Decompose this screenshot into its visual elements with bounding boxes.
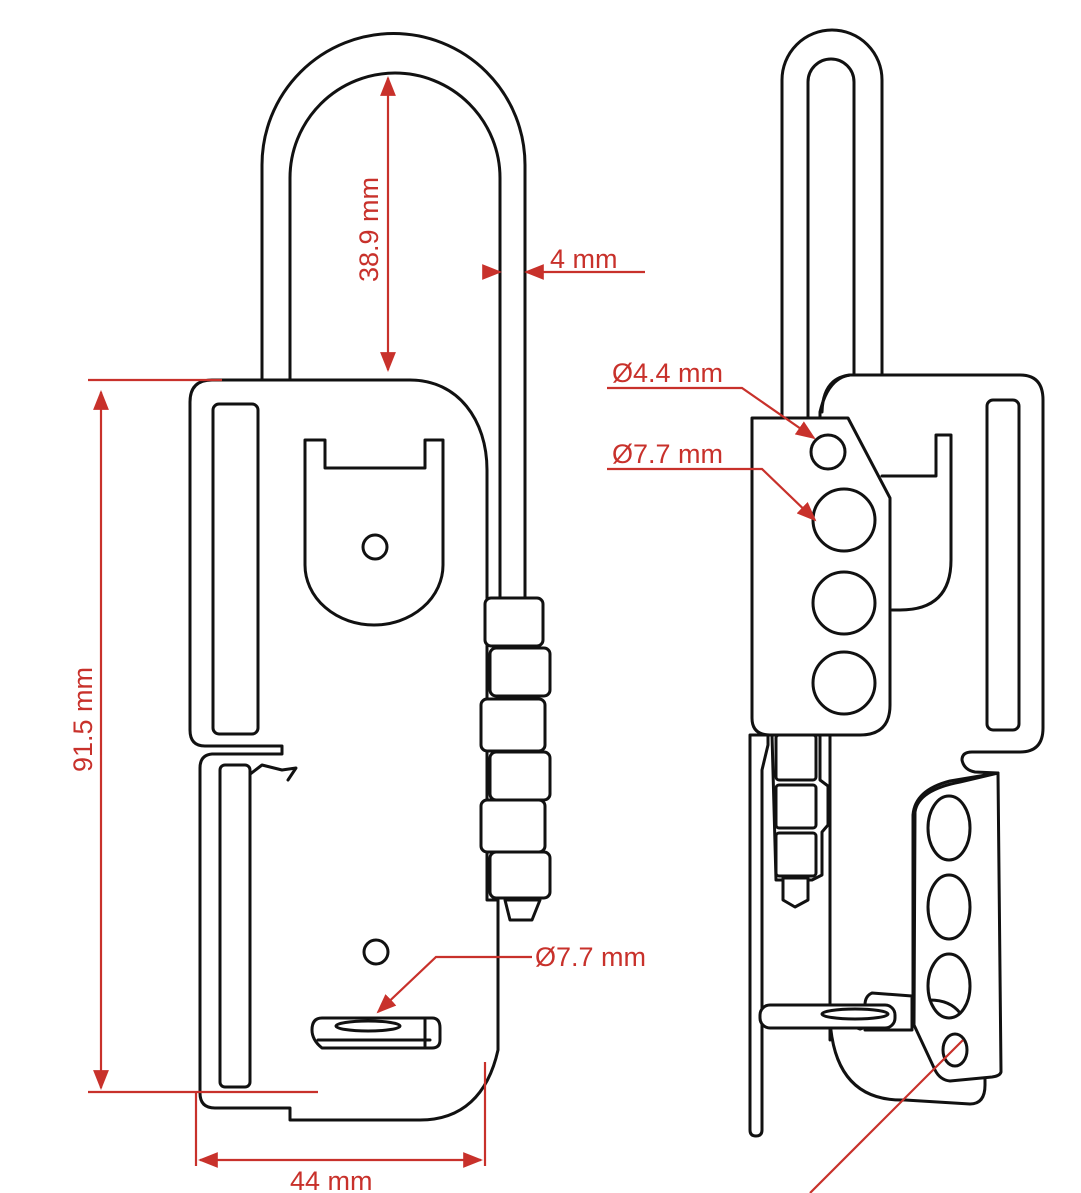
side-small-hole: [809, 433, 847, 471]
side-large-hole: [811, 487, 877, 553]
large-hole-leader: [607, 467, 817, 522]
hanger-shackle-edge: [928, 998, 962, 1015]
shackle-thickness-label: 4 mm: [550, 244, 618, 274]
front-lower-slot: [218, 763, 252, 1089]
side-right-slot: [985, 398, 1021, 732]
front-shackle-outer: [260, 32, 527, 602]
hanger-small-hole: [941, 1032, 969, 1068]
dial-cap: [483, 596, 545, 648]
hanger-hole-leader: [809, 1039, 964, 1193]
side-lower-body: [828, 1018, 987, 1106]
front-view: [188, 32, 552, 1122]
bottom-hole-label: Ø7.7 mm: [535, 942, 646, 972]
dial: [479, 798, 547, 854]
front-shackle-inner: [288, 71, 502, 602]
dial: [488, 750, 552, 802]
shackle-height-label: 38.9 mm: [354, 177, 384, 282]
dial: [479, 697, 547, 753]
side-rear-bar: [748, 733, 770, 1138]
hanger-hole: [926, 873, 972, 941]
side-view: [748, 28, 1045, 1138]
hanger-hole: [926, 794, 972, 862]
side-dials: [770, 733, 830, 909]
side-shackle-outer: [780, 28, 884, 502]
hanger-hole: [926, 952, 972, 1020]
front-dimensions: 38.9 mm 4 mm 91.5 mm 44 mm Ø7.7 mm: [68, 76, 646, 1193]
small-hole-leader: [607, 386, 816, 440]
side-shackle-inner: [806, 57, 856, 422]
dial: [488, 646, 552, 698]
side-dimensions: Ø4.4 mm Ø7.7 mm: [607, 358, 964, 1193]
small-hole-label: Ø4.4 mm: [612, 358, 723, 388]
front-bottom-slot: [310, 1016, 442, 1050]
large-hole-label: Ø7.7 mm: [612, 439, 723, 469]
body-width-label: 44 mm: [290, 1166, 373, 1193]
front-hasp-tab: [303, 438, 445, 627]
front-tab-hole: [361, 533, 389, 561]
side-large-hole: [811, 650, 877, 716]
bottom-hole-leader: [376, 955, 532, 1014]
side-large-hole: [811, 570, 877, 636]
dial: [488, 850, 552, 900]
combination-dials: [479, 596, 552, 922]
body-height-label: 91.5 mm: [68, 667, 98, 772]
front-left-slot: [211, 402, 260, 736]
side-cam: [820, 373, 953, 612]
side-rod-end: [820, 1007, 890, 1021]
dial-pointer: [503, 898, 542, 922]
front-body-hole: [362, 938, 390, 966]
